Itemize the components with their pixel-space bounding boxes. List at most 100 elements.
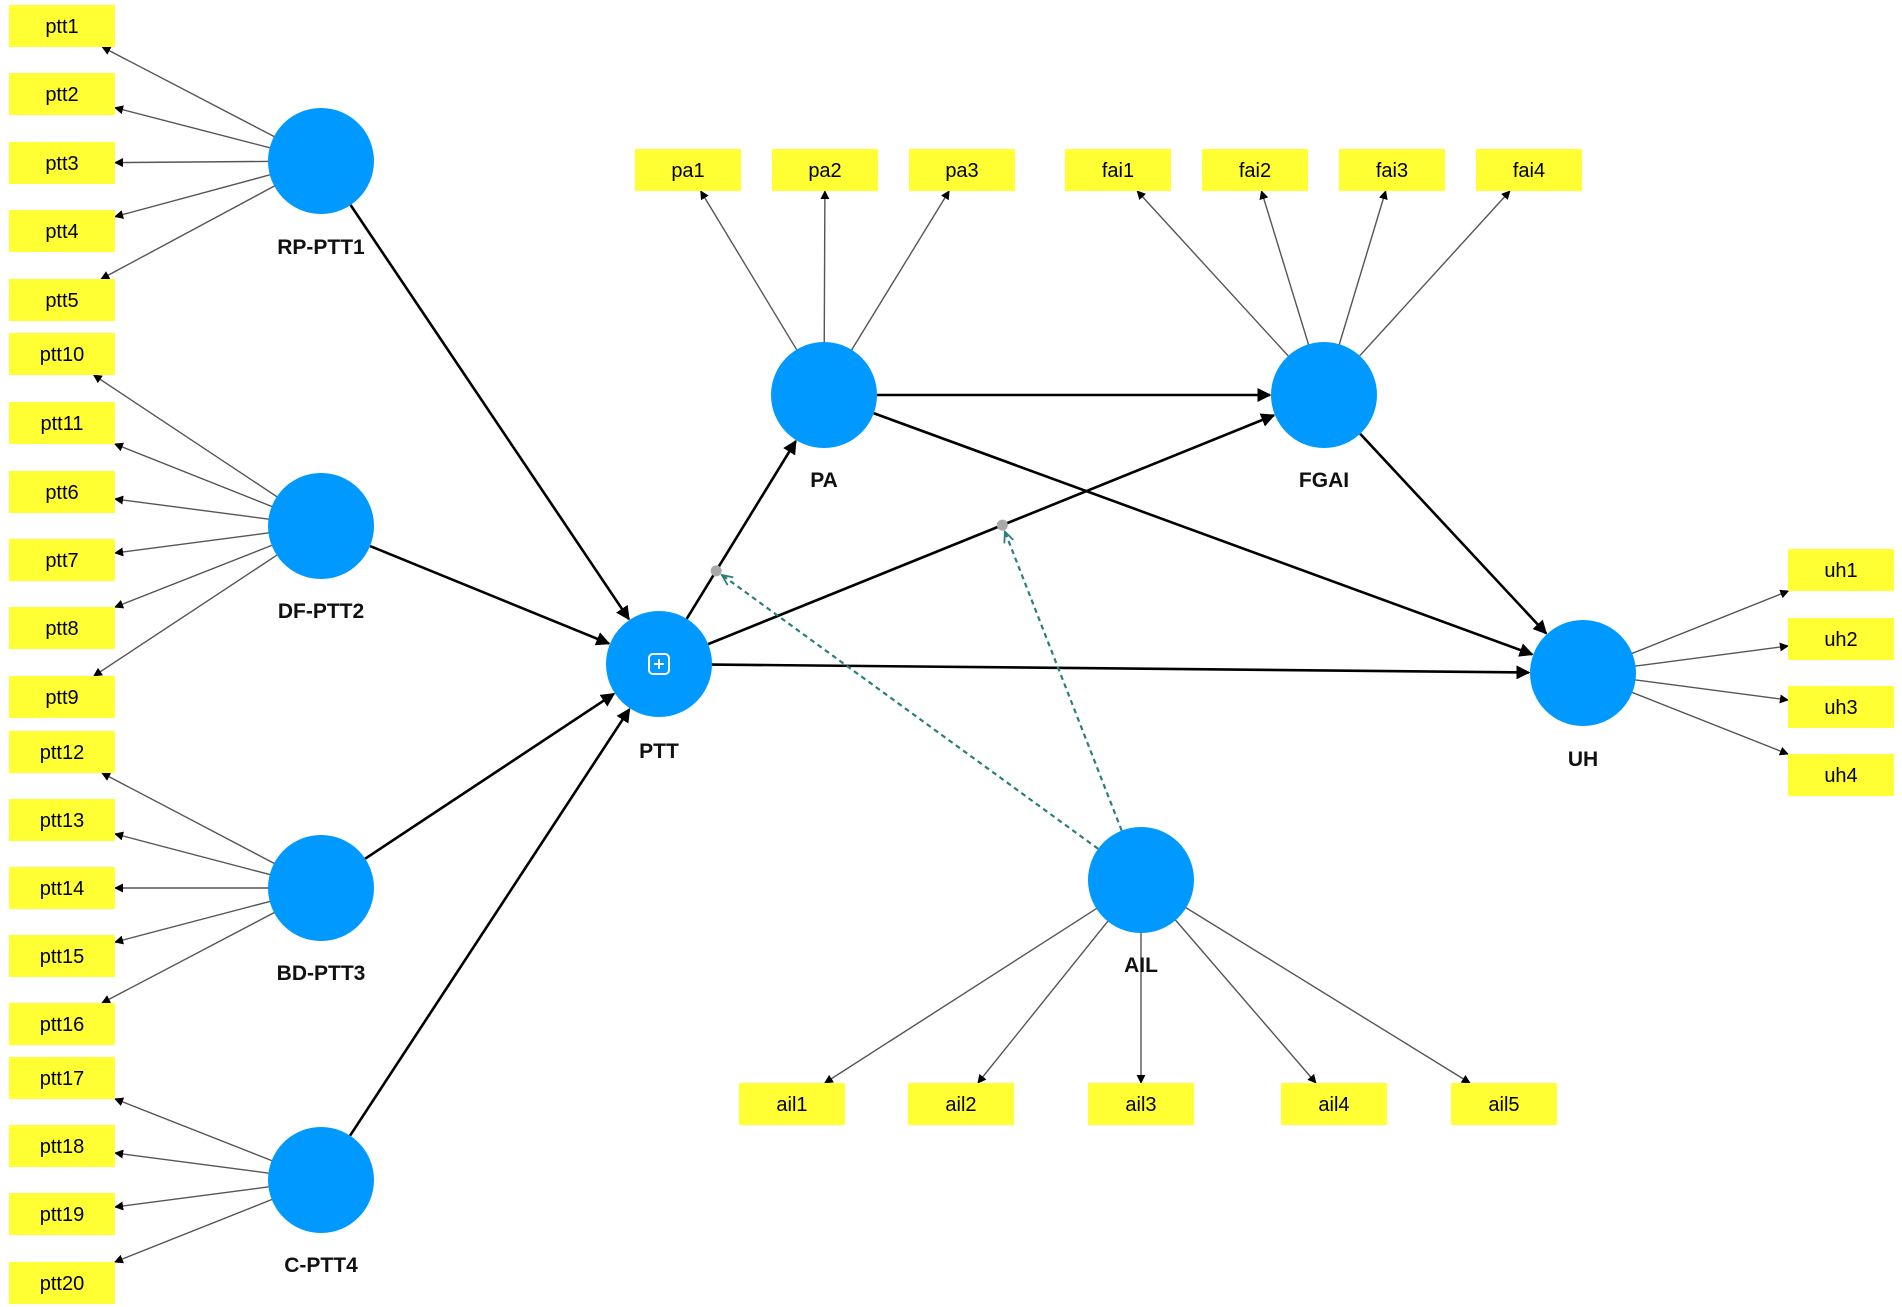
indicator-box bbox=[1202, 149, 1308, 191]
indicator-ptt17[interactable]: ptt17 bbox=[9, 1057, 115, 1099]
path-df-ptt2-to-ptt[interactable] bbox=[369, 544, 611, 646]
indicator-label: pa1 bbox=[671, 160, 704, 182]
indicator-box bbox=[9, 73, 115, 115]
indicator-uh4[interactable]: uh4 bbox=[1788, 754, 1894, 796]
indicator-pa1[interactable]: pa1 bbox=[635, 149, 741, 191]
indicator-label: ptt12 bbox=[40, 742, 84, 764]
indicator-label: ptt13 bbox=[40, 810, 84, 832]
indicator-label: fai3 bbox=[1376, 160, 1408, 182]
loading-arrow-ptt20 bbox=[113, 1195, 280, 1264]
indicator-ptt13[interactable]: ptt13 bbox=[9, 799, 115, 841]
indicator-box bbox=[9, 279, 115, 321]
loading-arrow-ptt9 bbox=[93, 550, 284, 677]
latent-ptt[interactable]: PTT bbox=[606, 611, 712, 763]
loading-arrow-ptt2 bbox=[114, 105, 278, 151]
indicator-ail5[interactable]: ail5 bbox=[1451, 1083, 1557, 1125]
indicator-ptt6[interactable]: ptt6 bbox=[9, 471, 115, 513]
indicator-label: ptt9 bbox=[45, 687, 78, 709]
indicator-fai2[interactable]: fai2 bbox=[1202, 149, 1308, 191]
latent-label: FGAI bbox=[1299, 469, 1349, 492]
indicator-label: ail1 bbox=[776, 1094, 807, 1116]
path-bd-ptt3-to-ptt[interactable] bbox=[364, 692, 616, 860]
indicator-uh3[interactable]: uh3 bbox=[1788, 686, 1894, 728]
indicator-uh2[interactable]: uh2 bbox=[1788, 618, 1894, 660]
loading-arrow-pa2 bbox=[820, 190, 830, 350]
latent-circle bbox=[268, 108, 374, 214]
indicator-ptt12[interactable]: ptt12 bbox=[9, 731, 115, 773]
loading-arrow-ptt7 bbox=[114, 531, 277, 557]
indicator-pa2[interactable]: pa2 bbox=[772, 149, 878, 191]
indicator-ail1[interactable]: ail1 bbox=[739, 1083, 845, 1125]
indicator-label: ptt8 bbox=[45, 618, 78, 640]
plus-square-icon bbox=[648, 653, 670, 675]
indicator-ptt2[interactable]: ptt2 bbox=[9, 73, 115, 115]
indicator-ail2[interactable]: ail2 bbox=[908, 1083, 1014, 1125]
indicator-label: ptt10 bbox=[40, 344, 84, 366]
indicator-box bbox=[1281, 1083, 1387, 1125]
loading-arrow-uh3 bbox=[1627, 678, 1789, 704]
indicator-fai3[interactable]: fai3 bbox=[1339, 149, 1445, 191]
indicator-label: fai1 bbox=[1102, 160, 1134, 182]
latent-label: AIL bbox=[1124, 954, 1158, 977]
indicator-ptt15[interactable]: ptt15 bbox=[9, 935, 115, 977]
path-ptt-to-uh[interactable] bbox=[711, 663, 1531, 680]
indicator-ptt10[interactable]: ptt10 bbox=[9, 333, 115, 375]
path-c-ptt4-to-ptt[interactable] bbox=[348, 708, 631, 1137]
moderation-point-ptt-fgai bbox=[996, 519, 1008, 531]
indicator-box bbox=[1088, 1083, 1194, 1125]
moderation-arrow-ail-ptt-pa[interactable] bbox=[722, 575, 1099, 850]
indicator-ptt3[interactable]: ptt3 bbox=[9, 142, 115, 184]
indicator-ptt18[interactable]: ptt18 bbox=[9, 1125, 115, 1167]
loading-arrow-fai2 bbox=[1259, 190, 1312, 353]
indicator-pa3[interactable]: pa3 bbox=[909, 149, 1015, 191]
indicator-box bbox=[909, 149, 1015, 191]
indicator-uh1[interactable]: uh1 bbox=[1788, 549, 1894, 591]
latent-label: C-PTT4 bbox=[284, 1254, 358, 1277]
indicator-box bbox=[1788, 618, 1894, 660]
indicator-box bbox=[635, 149, 741, 191]
indicator-ail4[interactable]: ail4 bbox=[1281, 1083, 1387, 1125]
path-pa-to-uh[interactable] bbox=[873, 412, 1534, 657]
latent-circle bbox=[1088, 827, 1194, 933]
indicator-fai4[interactable]: fai4 bbox=[1476, 149, 1582, 191]
indicator-label: ptt15 bbox=[40, 946, 84, 968]
moderation-arrow-ail-ptt-fgai[interactable] bbox=[1005, 532, 1123, 832]
indicator-ptt16[interactable]: ptt16 bbox=[9, 1003, 115, 1045]
latent-rp-ptt1[interactable]: RP-PTT1 bbox=[268, 108, 374, 259]
indicator-box bbox=[1065, 149, 1171, 191]
indicator-box bbox=[9, 799, 115, 841]
latent-bd-ptt3[interactable]: BD-PTT3 bbox=[268, 835, 374, 985]
indicator-ptt5[interactable]: ptt5 bbox=[9, 279, 115, 321]
indicator-ptt9[interactable]: ptt9 bbox=[9, 676, 115, 718]
indicator-ptt7[interactable]: ptt7 bbox=[9, 539, 115, 581]
loading-arrow-fai3 bbox=[1336, 190, 1388, 353]
indicator-ptt19[interactable]: ptt19 bbox=[9, 1193, 115, 1235]
latent-fgai[interactable]: FGAI bbox=[1271, 342, 1377, 492]
loading-arrow-pa1 bbox=[700, 190, 802, 357]
indicator-ail3[interactable]: ail3 bbox=[1088, 1083, 1194, 1125]
indicator-fai1[interactable]: fai1 bbox=[1065, 149, 1171, 191]
path-fgai-to-uh[interactable] bbox=[1359, 432, 1548, 635]
indicator-box bbox=[9, 5, 115, 47]
latent-ail[interactable]: AIL bbox=[1088, 827, 1194, 977]
indicator-ptt8[interactable]: ptt8 bbox=[9, 607, 115, 649]
latent-c-ptt4[interactable]: C-PTT4 bbox=[268, 1127, 374, 1277]
loading-arrow-uh4 bbox=[1624, 688, 1789, 756]
latent-uh[interactable]: UH bbox=[1530, 620, 1636, 771]
path-ptt-to-pa[interactable] bbox=[685, 439, 797, 620]
indicator-label: fai2 bbox=[1239, 160, 1271, 182]
indicator-ptt14[interactable]: ptt14 bbox=[9, 867, 115, 909]
path-ptt-to-fgai[interactable] bbox=[707, 413, 1276, 646]
indicator-box bbox=[1788, 686, 1894, 728]
path-rp-ptt1-to-ptt[interactable] bbox=[349, 204, 630, 621]
latent-circle bbox=[268, 1127, 374, 1233]
latent-pa[interactable]: PA bbox=[771, 342, 877, 492]
indicator-label: ptt20 bbox=[40, 1273, 84, 1295]
indicator-ptt4[interactable]: ptt4 bbox=[9, 210, 115, 252]
loading-arrow-fai4 bbox=[1353, 190, 1511, 363]
indicator-box bbox=[772, 149, 878, 191]
indicator-ptt1[interactable]: ptt1 bbox=[9, 5, 115, 47]
indicator-ptt11[interactable]: ptt11 bbox=[9, 402, 115, 444]
latent-df-ptt2[interactable]: DF-PTT2 bbox=[268, 473, 374, 623]
indicator-ptt20[interactable]: ptt20 bbox=[9, 1262, 115, 1304]
